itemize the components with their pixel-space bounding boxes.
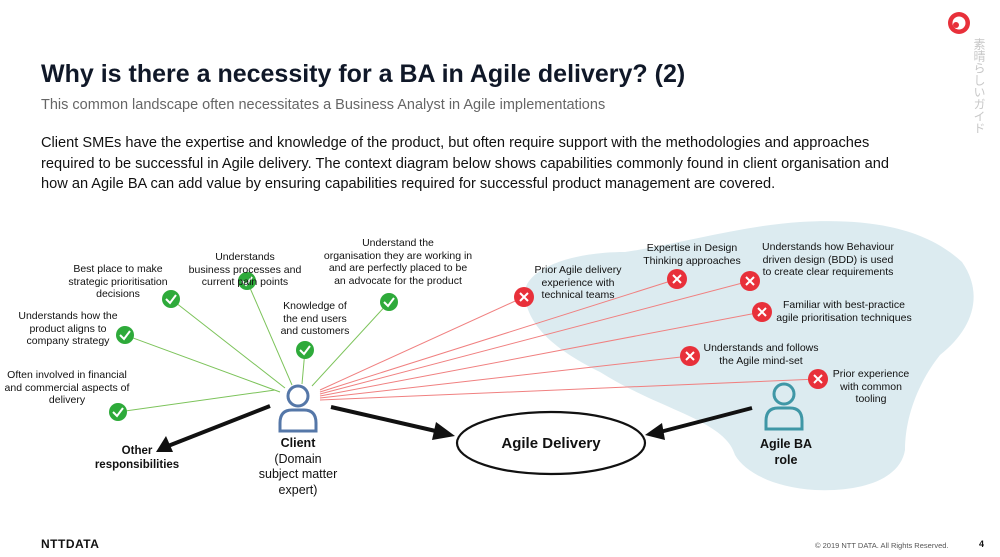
strength-line: the end users	[283, 312, 347, 325]
cross-icon	[514, 287, 534, 307]
strength-line: and commercial aspects of	[4, 381, 130, 394]
agile-delivery-ellipse	[455, 410, 647, 476]
gap-line: agile prioritisation techniques	[776, 311, 912, 324]
strength-label: Understands how the product aligns to co…	[18, 310, 117, 348]
strength-line: current pain points	[201, 276, 289, 288]
gap-label: Familiar with best-practice agile priori…	[776, 299, 911, 324]
other-responsibilities-label: Other responsibilities	[95, 444, 179, 472]
intro-line: required to be successful in Agile deliv…	[41, 155, 889, 172]
agile-ba-line: role	[774, 452, 798, 467]
gap-line: Thinking approaches	[643, 254, 741, 267]
gap-line: with common	[840, 380, 902, 393]
intro-line: Client SMEs have the expertise and knowl…	[41, 135, 870, 151]
page-number: 4	[979, 539, 985, 549]
cross-icon	[667, 269, 687, 289]
strength-line: Best place to make	[73, 263, 163, 275]
gap-line: Understands how Behaviour	[762, 241, 894, 253]
check-icon	[296, 341, 314, 359]
brand-logo-icon	[948, 12, 970, 34]
intro-line: how an Agile BA can add value by ensurin…	[41, 176, 776, 192]
strength-line: Understands how the	[18, 310, 118, 322]
strength-line: business processes and	[188, 263, 302, 276]
arrow-head	[432, 422, 455, 440]
agile-delivery-label: Agile Delivery	[501, 435, 601, 452]
gap-label: Understands and follows the Agile mind-s…	[704, 342, 819, 367]
strength-line: an advocate for the product	[334, 274, 462, 287]
client-sub-line: subject matter	[258, 467, 338, 481]
client-sub-line: expert)	[278, 482, 318, 497]
cross-icon	[752, 302, 772, 322]
cross-icon	[808, 369, 828, 389]
strength-line: Knowledge of	[283, 300, 347, 312]
gap-line: experience with	[541, 276, 615, 289]
strength-line: delivery	[48, 394, 86, 406]
client-sub-line: (Domain	[274, 451, 322, 466]
strength-label: Understands business processes and curre…	[189, 251, 302, 289]
strength-line: Understands	[215, 251, 275, 263]
strength-line: Often involved in financial	[7, 369, 127, 381]
gap-line: technical teams	[541, 289, 615, 301]
check-icon	[116, 326, 134, 344]
flow-arrows	[167, 404, 753, 448]
gap-label: Prior experience with common tooling	[833, 368, 909, 406]
other-line: Other	[121, 445, 153, 457]
strength-line: product aligns to	[29, 322, 107, 335]
agile-ba-line: Agile BA	[759, 437, 813, 451]
gap-line: driven design (BDD) is used	[762, 253, 894, 266]
strength-label: Knowledge of the end users and customers	[281, 300, 350, 338]
agile-ba-person-icon	[764, 382, 804, 431]
strength-line: decisions	[96, 288, 140, 300]
strength-line: company strategy	[26, 335, 110, 347]
strength-line: organisation they are working in	[323, 249, 473, 262]
gap-label: Expertise in Design Thinking approaches	[643, 242, 740, 267]
client-person-icon	[278, 384, 318, 433]
gap-line: Expertise in Design	[646, 242, 738, 254]
check-icon	[380, 293, 398, 311]
arrow-head	[156, 436, 173, 452]
client-label: Client (Domain subject matter expert)	[259, 436, 338, 498]
strength-label: Understand the organisation they are wor…	[324, 237, 472, 287]
copyright-text: © 2019 NTT DATA. All Rights Reserved.	[815, 541, 949, 550]
other-line: responsibilities	[94, 459, 180, 471]
strength-line: and are perfectly placed to be	[328, 262, 468, 274]
slide-title: Why is there a necessity for a BA in Agi…	[41, 60, 686, 88]
slide-subtitle: This common landscape often necessitates…	[41, 97, 606, 113]
cross-icon	[740, 271, 760, 291]
intro-paragraph: Client SMEs have the expertise and knowl…	[41, 133, 941, 195]
strength-line: and customers	[280, 325, 350, 337]
gap-label: Prior Agile delivery experience with tec…	[535, 264, 622, 302]
gap-line: tooling	[855, 393, 887, 405]
gap-line: Familiar with best-practice	[783, 299, 905, 311]
gap-label: Understands how Behaviour driven design …	[762, 241, 894, 279]
agile-ba-area	[524, 221, 974, 491]
check-icon	[109, 403, 127, 421]
gap-connectors	[319, 278, 819, 401]
strength-label: Often involved in financial and commerci…	[5, 369, 130, 407]
ntt-data-logo: NTTDATA	[41, 537, 100, 551]
japanese-tagline: 素晴らしいガイド	[972, 38, 986, 134]
check-icon	[162, 290, 180, 308]
gap-line: Prior experience	[832, 368, 910, 380]
strength-label: Best place to make strategic prioritisat…	[68, 263, 167, 301]
arrow-head	[645, 423, 665, 440]
check-icon	[238, 272, 256, 290]
gap-line: to create clear requirements	[762, 266, 894, 278]
gap-line: Prior Agile delivery	[534, 264, 622, 276]
gap-line: Understands and follows	[703, 342, 819, 354]
agile-ba-role-label: Agile BA role	[760, 437, 812, 468]
strength-line: strategic prioritisation	[68, 275, 168, 288]
client-title: Client	[280, 436, 316, 450]
strength-line: Understand the	[362, 237, 434, 249]
gap-line: the Agile mind-set	[719, 354, 803, 367]
cross-icon	[680, 346, 700, 366]
